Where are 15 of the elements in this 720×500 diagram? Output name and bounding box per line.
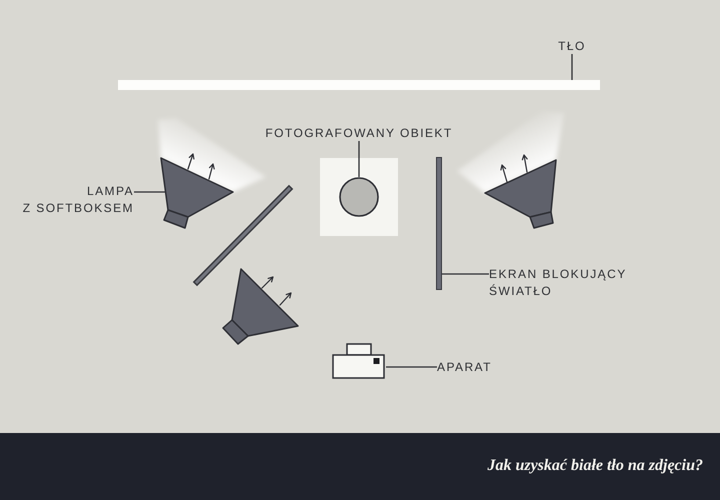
title: Jak uzyskać białe tło na zdjęciu? bbox=[487, 456, 703, 476]
callout-label: APARAT bbox=[437, 359, 492, 375]
callout-label: LAMPA Z SOFTBOKSEM bbox=[22, 183, 134, 217]
leader-line bbox=[358, 141, 360, 177]
camera bbox=[332, 343, 386, 380]
callout-label: EKRAN BLOKUJĄCY ŚWIATŁO bbox=[489, 266, 627, 300]
callout-label: TŁO bbox=[558, 38, 586, 54]
screen-bar bbox=[436, 157, 442, 290]
leader-line bbox=[442, 273, 489, 275]
backdrop-bar bbox=[118, 80, 600, 90]
leader-line bbox=[386, 366, 437, 368]
leader-line bbox=[571, 54, 573, 80]
callout-label: FOTOGRAFOWANY OBIEKT bbox=[265, 125, 453, 141]
subject-circle bbox=[339, 177, 379, 217]
leader-line bbox=[134, 191, 165, 193]
